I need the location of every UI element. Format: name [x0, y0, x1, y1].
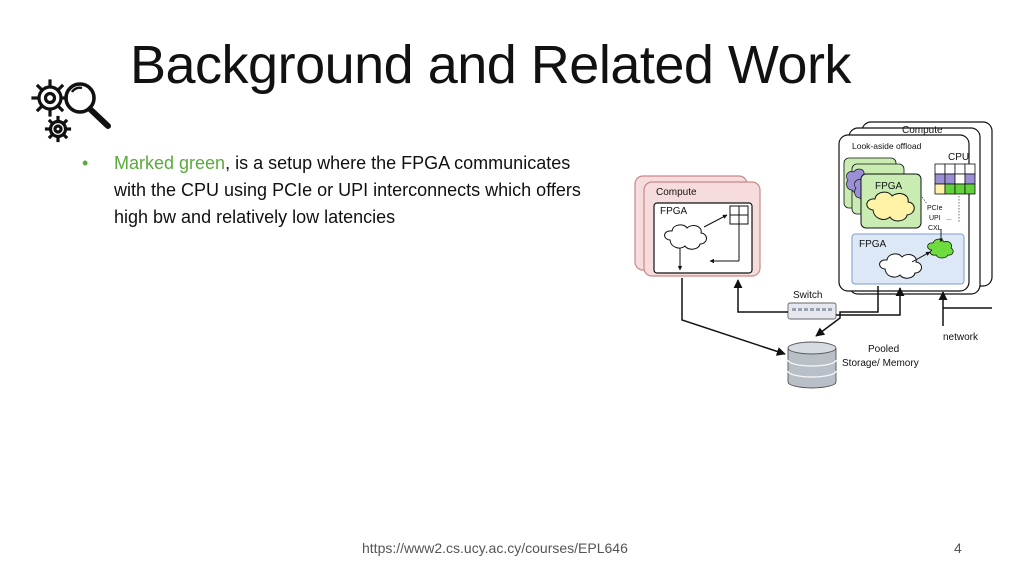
cpu-label: CPU: [948, 152, 969, 163]
green-cloud: [927, 238, 954, 259]
switch-label: Switch: [793, 290, 822, 301]
pooled-storage-icon: [787, 341, 837, 389]
right-compute-node: Compute Look-aside offload FPGA CPU: [838, 121, 993, 295]
left-cpu-grid-icon: [729, 205, 749, 225]
network-label: network: [943, 332, 979, 343]
bullet-marker: •: [82, 153, 89, 173]
bullet-body: , is a setup where the FPGA communicates…: [114, 153, 581, 227]
left-cloud: [664, 224, 707, 250]
interconnect-upi: UPI: [929, 215, 941, 222]
pooled-label-line1: Pooled: [868, 344, 899, 355]
interconnect-pcie: PCIe: [927, 205, 943, 212]
yellow-cloud: [866, 191, 915, 222]
bottom-fpga-label: FPGA: [859, 239, 887, 250]
right-compute-title: Compute: [902, 125, 943, 136]
page-number: 4: [954, 540, 962, 556]
footer-url: https://www2.cs.ucy.ac.cy/courses/EPL646: [362, 540, 628, 556]
inner-fpga-label: FPGA: [875, 181, 903, 192]
blue-panel-cloud: [879, 253, 922, 279]
bullet-item: Marked green, is a setup where the FPGA …: [114, 150, 582, 231]
slide-title: Background and Related Work: [130, 35, 851, 95]
left-fpga-label: FPGA: [660, 206, 688, 217]
interconnect-cxl: CXL: [928, 225, 942, 232]
gears-magnifier-icon: [31, 79, 111, 143]
architecture-diagram: Compute FPGA Compute Look-aside offload: [634, 121, 993, 389]
connection-lines: [681, 278, 992, 356]
switch-device: Switch: [787, 290, 837, 320]
cpu-grid-icon: [934, 163, 976, 195]
bullet-highlight: Marked green: [114, 153, 226, 173]
lookaside-label: Look-aside offload: [852, 141, 922, 151]
left-compute-title: Compute: [656, 187, 697, 198]
pooled-label-line2: Storage/ Memory: [842, 358, 919, 369]
left-compute-node: Compute FPGA: [634, 175, 761, 277]
interconnect-ellipsis: ...: [946, 215, 952, 222]
